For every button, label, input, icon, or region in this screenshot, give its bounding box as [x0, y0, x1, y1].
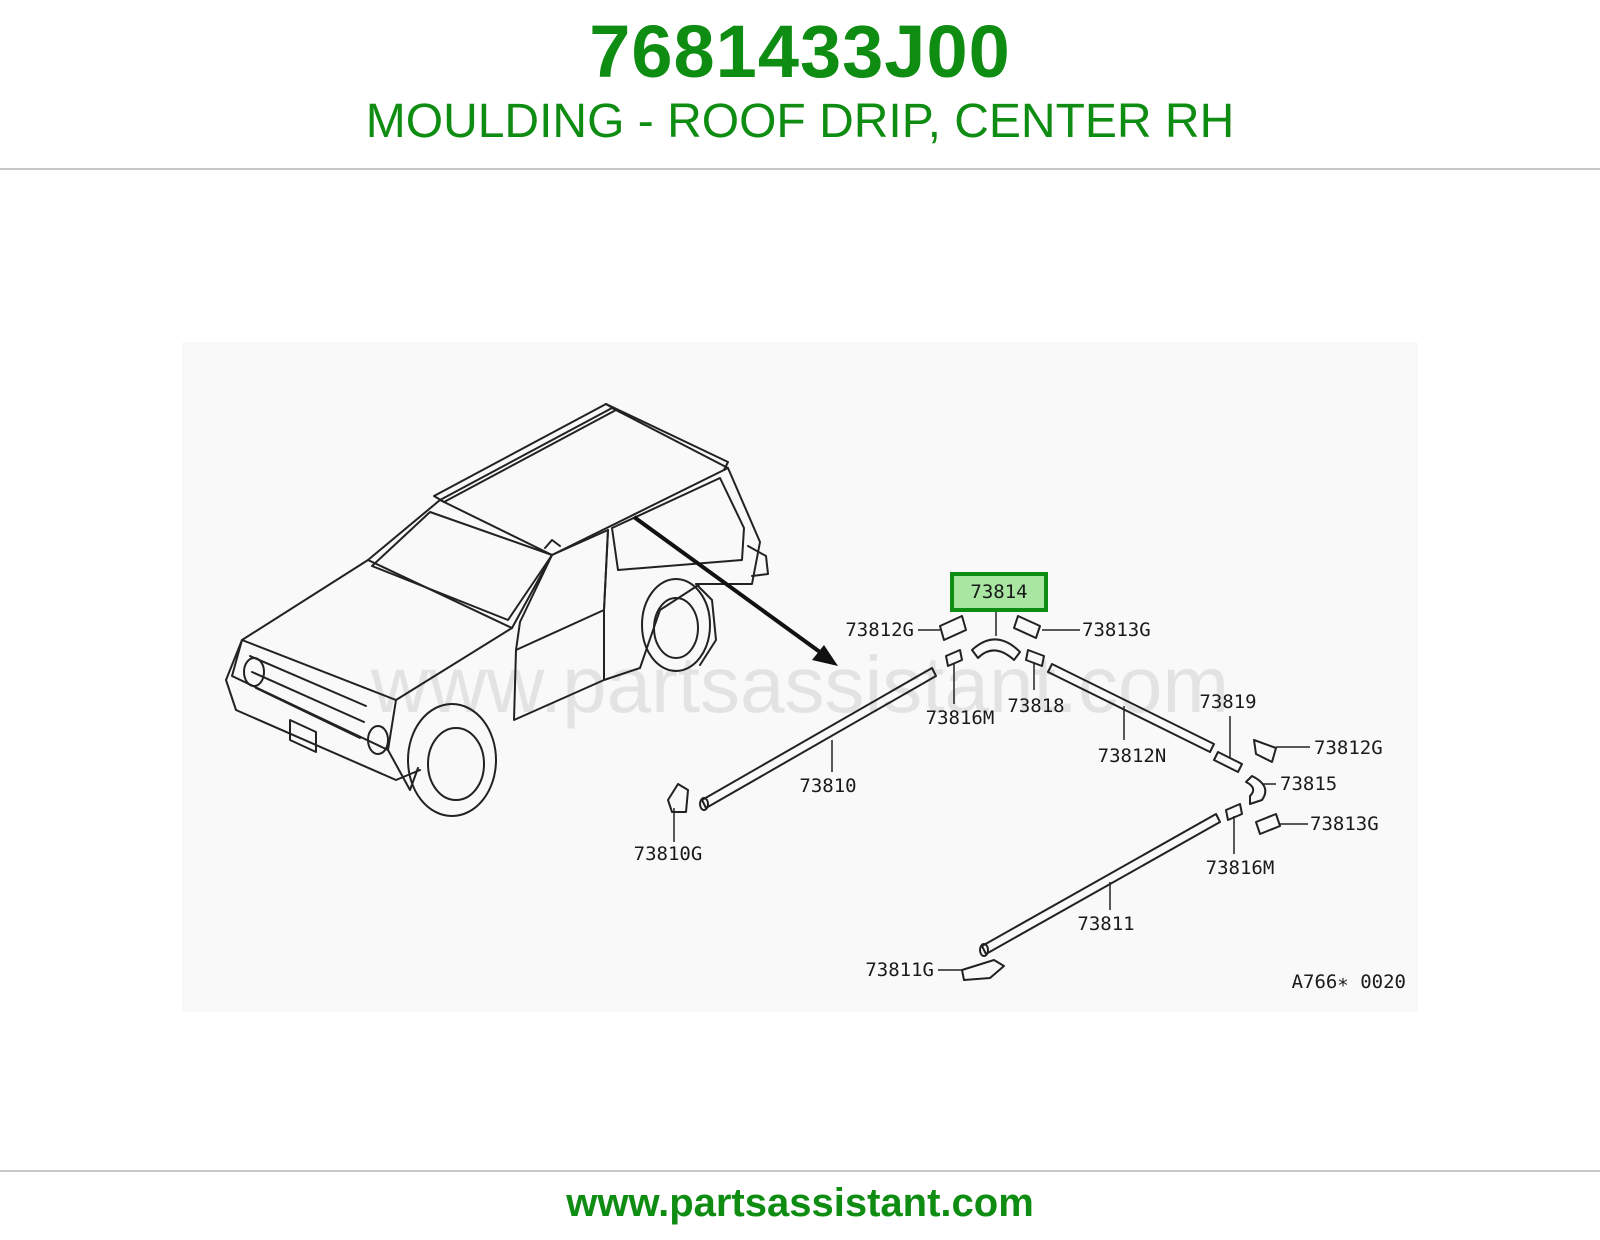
vehicle-illustration: [225, 403, 769, 817]
footer-website-link[interactable]: www.partsassistant.com: [566, 1181, 1034, 1225]
callout-73811G[interactable]: 73811G: [865, 959, 934, 981]
parts-group: [667, 615, 1281, 981]
callout-73814[interactable]: 73814: [970, 581, 1027, 603]
callout-73816M-lower[interactable]: 73816M: [1206, 857, 1275, 879]
header-divider: [0, 168, 1600, 170]
callout-73813G-upper[interactable]: 73813G: [1082, 619, 1151, 641]
pointer-arrow: [632, 515, 838, 666]
callout-73812G-upper[interactable]: 73812G: [845, 619, 914, 641]
callout-73818[interactable]: 73818: [1007, 695, 1064, 717]
diagram-background: [182, 342, 1418, 1012]
callout-73810G[interactable]: 73810G: [634, 843, 703, 865]
footer-divider: [0, 1170, 1600, 1172]
page-header: 7681433J00 MOULDING - ROOF DRIP, CENTER …: [0, 0, 1600, 168]
callout-73811[interactable]: 73811: [1077, 913, 1134, 935]
figure-code: A766∗ 0020: [1292, 971, 1406, 993]
part-number-title: 7681433J00: [589, 10, 1011, 93]
highlight-box-73814: [950, 572, 1048, 612]
callout-73816M-upper[interactable]: 73816M: [926, 707, 995, 729]
callout-73813G-right[interactable]: 73813G: [1310, 813, 1379, 835]
callout-73812G-right[interactable]: 73812G: [1314, 737, 1383, 759]
callout-73819[interactable]: 73819: [1199, 691, 1256, 713]
leader-lines: [673, 606, 1310, 971]
watermark-text: www.partsassistant.com: [370, 640, 1229, 729]
callout-73815[interactable]: 73815: [1280, 773, 1337, 795]
callout-73812N[interactable]: 73812N: [1098, 745, 1167, 767]
callout-73810[interactable]: 73810: [799, 775, 856, 797]
part-description: MOULDING - ROOF DRIP, CENTER RH: [365, 95, 1235, 148]
